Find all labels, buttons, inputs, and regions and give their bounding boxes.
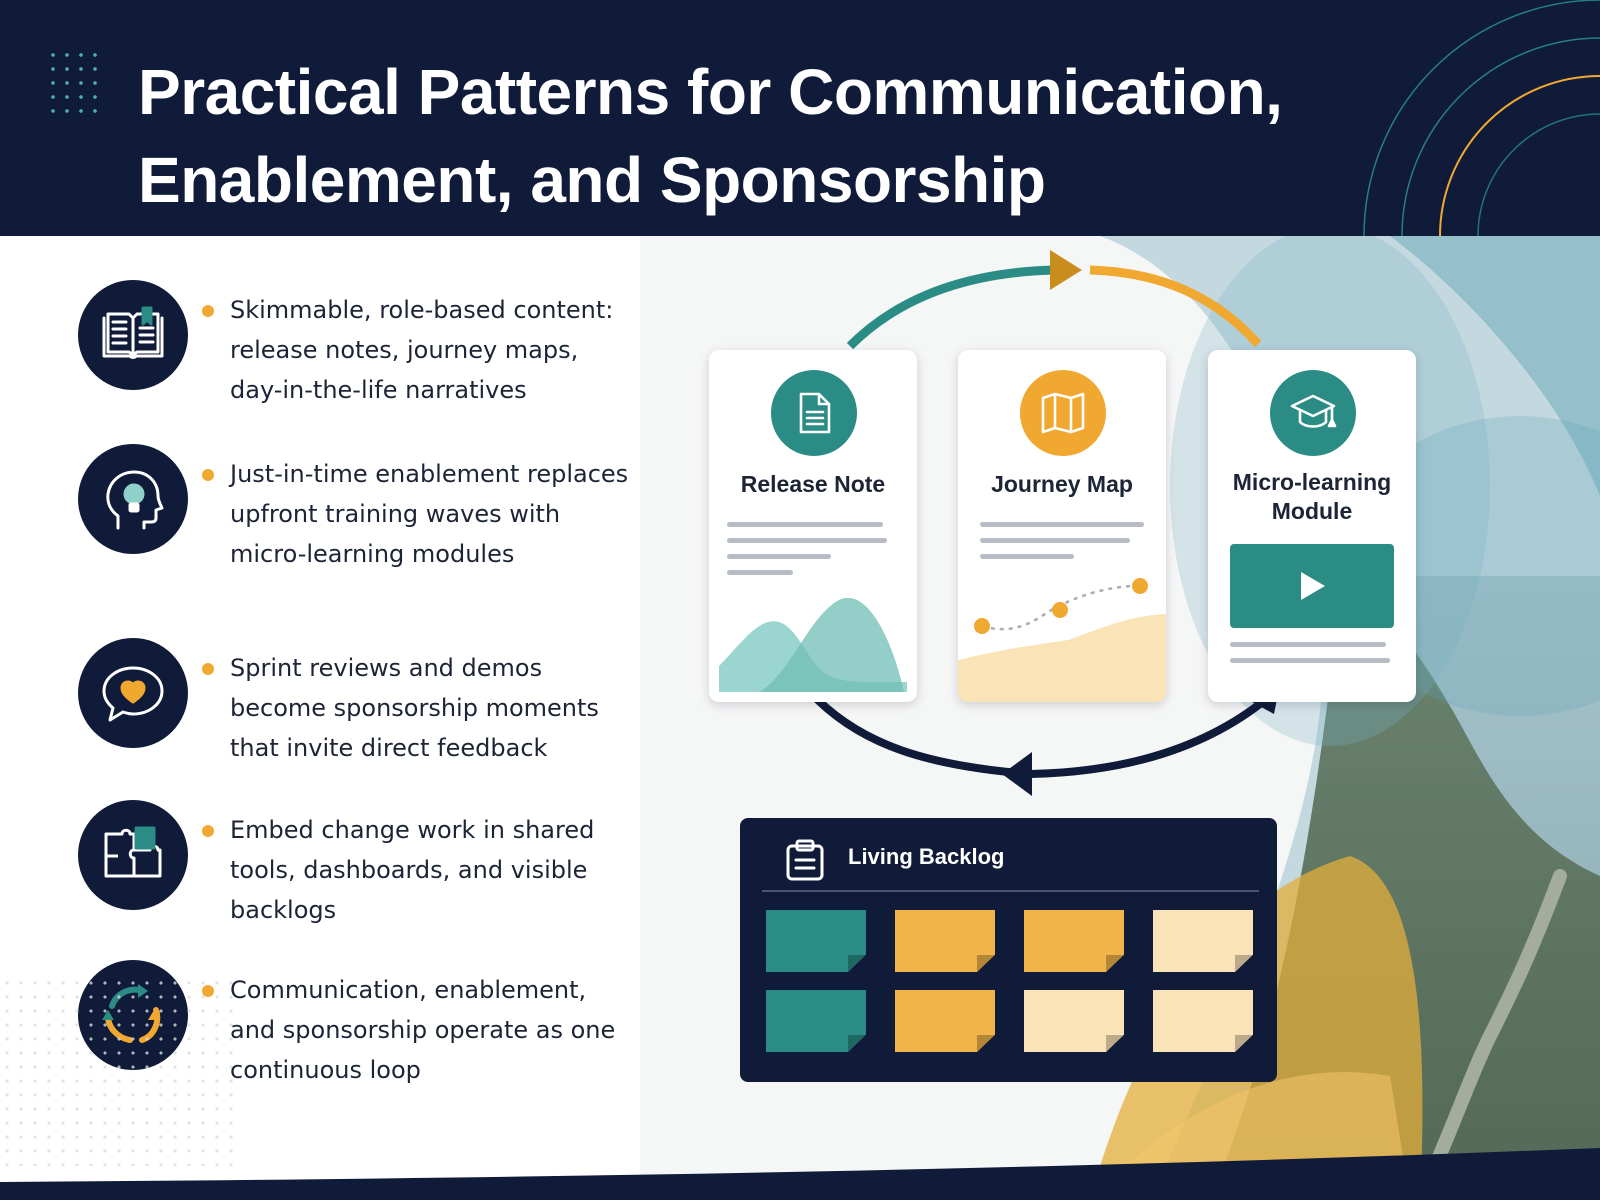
decorative-dot-pattern bbox=[0, 976, 240, 1166]
backlog-card[interactable] bbox=[895, 990, 995, 1052]
puzzle-icon bbox=[78, 800, 188, 910]
card-release-note: Release Note bbox=[709, 350, 917, 702]
placeholder-line bbox=[980, 522, 1144, 527]
open-book-icon bbox=[78, 280, 188, 390]
decorative-arcs bbox=[1363, 0, 1600, 236]
map-icon bbox=[1020, 370, 1106, 456]
card-title: Release Note bbox=[740, 471, 886, 497]
card-title: Micro-learning Module bbox=[1232, 469, 1392, 524]
title-line-2: Enablement, and Sponsorship bbox=[138, 144, 1046, 216]
list-item-text: Skimmable, role-based content: release n… bbox=[230, 296, 614, 404]
backlog-title: Living Backlog bbox=[848, 844, 1005, 869]
backlog-card[interactable] bbox=[1153, 990, 1253, 1052]
play-icon bbox=[1301, 572, 1325, 600]
card-journey-map: Journey Map bbox=[958, 350, 1166, 702]
list-item-text: Embed change work in shared tools, dashb… bbox=[230, 816, 595, 924]
speech-bubble-heart-icon bbox=[78, 638, 188, 748]
backlog-card[interactable] bbox=[895, 910, 995, 972]
video-play-button[interactable] bbox=[1230, 544, 1394, 628]
list-item-just-in-time-enablement: Just-in-time enablement replaces upfront… bbox=[78, 444, 638, 568]
backlog-card[interactable] bbox=[1024, 910, 1124, 972]
backlog-card[interactable] bbox=[1153, 910, 1253, 972]
backlog-card[interactable] bbox=[766, 990, 866, 1052]
document-icon bbox=[771, 370, 857, 456]
placeholder-line bbox=[727, 554, 831, 559]
backlog-card[interactable] bbox=[766, 910, 866, 972]
backlog-card[interactable] bbox=[1024, 990, 1124, 1052]
card-micro-learning-module: Micro-learning Module bbox=[1208, 350, 1416, 702]
card-title: Journey Map bbox=[991, 471, 1133, 497]
clipboard-icon bbox=[786, 839, 824, 881]
journey-path-illustration bbox=[958, 578, 1166, 702]
content-area: Skimmable, role-based content: release n… bbox=[0, 236, 1600, 1200]
bullet-dot bbox=[202, 663, 214, 675]
placeholder-line bbox=[727, 538, 887, 543]
placeholder-line bbox=[1230, 658, 1390, 663]
graduation-cap-icon bbox=[1270, 370, 1356, 456]
list-item-embed-change-work: Embed change work in shared tools, dashb… bbox=[78, 800, 638, 924]
placeholder-line bbox=[980, 554, 1074, 559]
placeholder-line bbox=[727, 522, 883, 527]
header: Practical Patterns for Communication, En… bbox=[0, 0, 1600, 236]
divider bbox=[762, 890, 1259, 892]
head-lightbulb-icon bbox=[78, 444, 188, 554]
decorative-dot-grid bbox=[46, 48, 106, 114]
bullet-dot bbox=[202, 469, 214, 481]
placeholder-line bbox=[1230, 642, 1386, 647]
list-item-text: Just-in-time enablement replaces upfront… bbox=[230, 460, 629, 568]
placeholder-line bbox=[727, 570, 793, 575]
living-backlog-board: Living Backlog bbox=[740, 818, 1277, 1082]
list-item-sprint-reviews: Sprint reviews and demos become sponsors… bbox=[78, 638, 638, 762]
placeholder-line bbox=[980, 538, 1130, 543]
bullet-dot bbox=[202, 305, 214, 317]
list-item-text: Communication, enablement, and sponsorsh… bbox=[230, 976, 616, 1084]
area-chart-illustration bbox=[719, 597, 907, 692]
list-item-text: Sprint reviews and demos become sponsors… bbox=[230, 654, 599, 762]
title-line-1: Practical Patterns for Communication, bbox=[138, 56, 1283, 128]
page-title: Practical Patterns for Communication, En… bbox=[138, 48, 1338, 224]
list-item-skimmable-content: Skimmable, role-based content: release n… bbox=[78, 280, 638, 404]
bullet-dot bbox=[202, 825, 214, 837]
